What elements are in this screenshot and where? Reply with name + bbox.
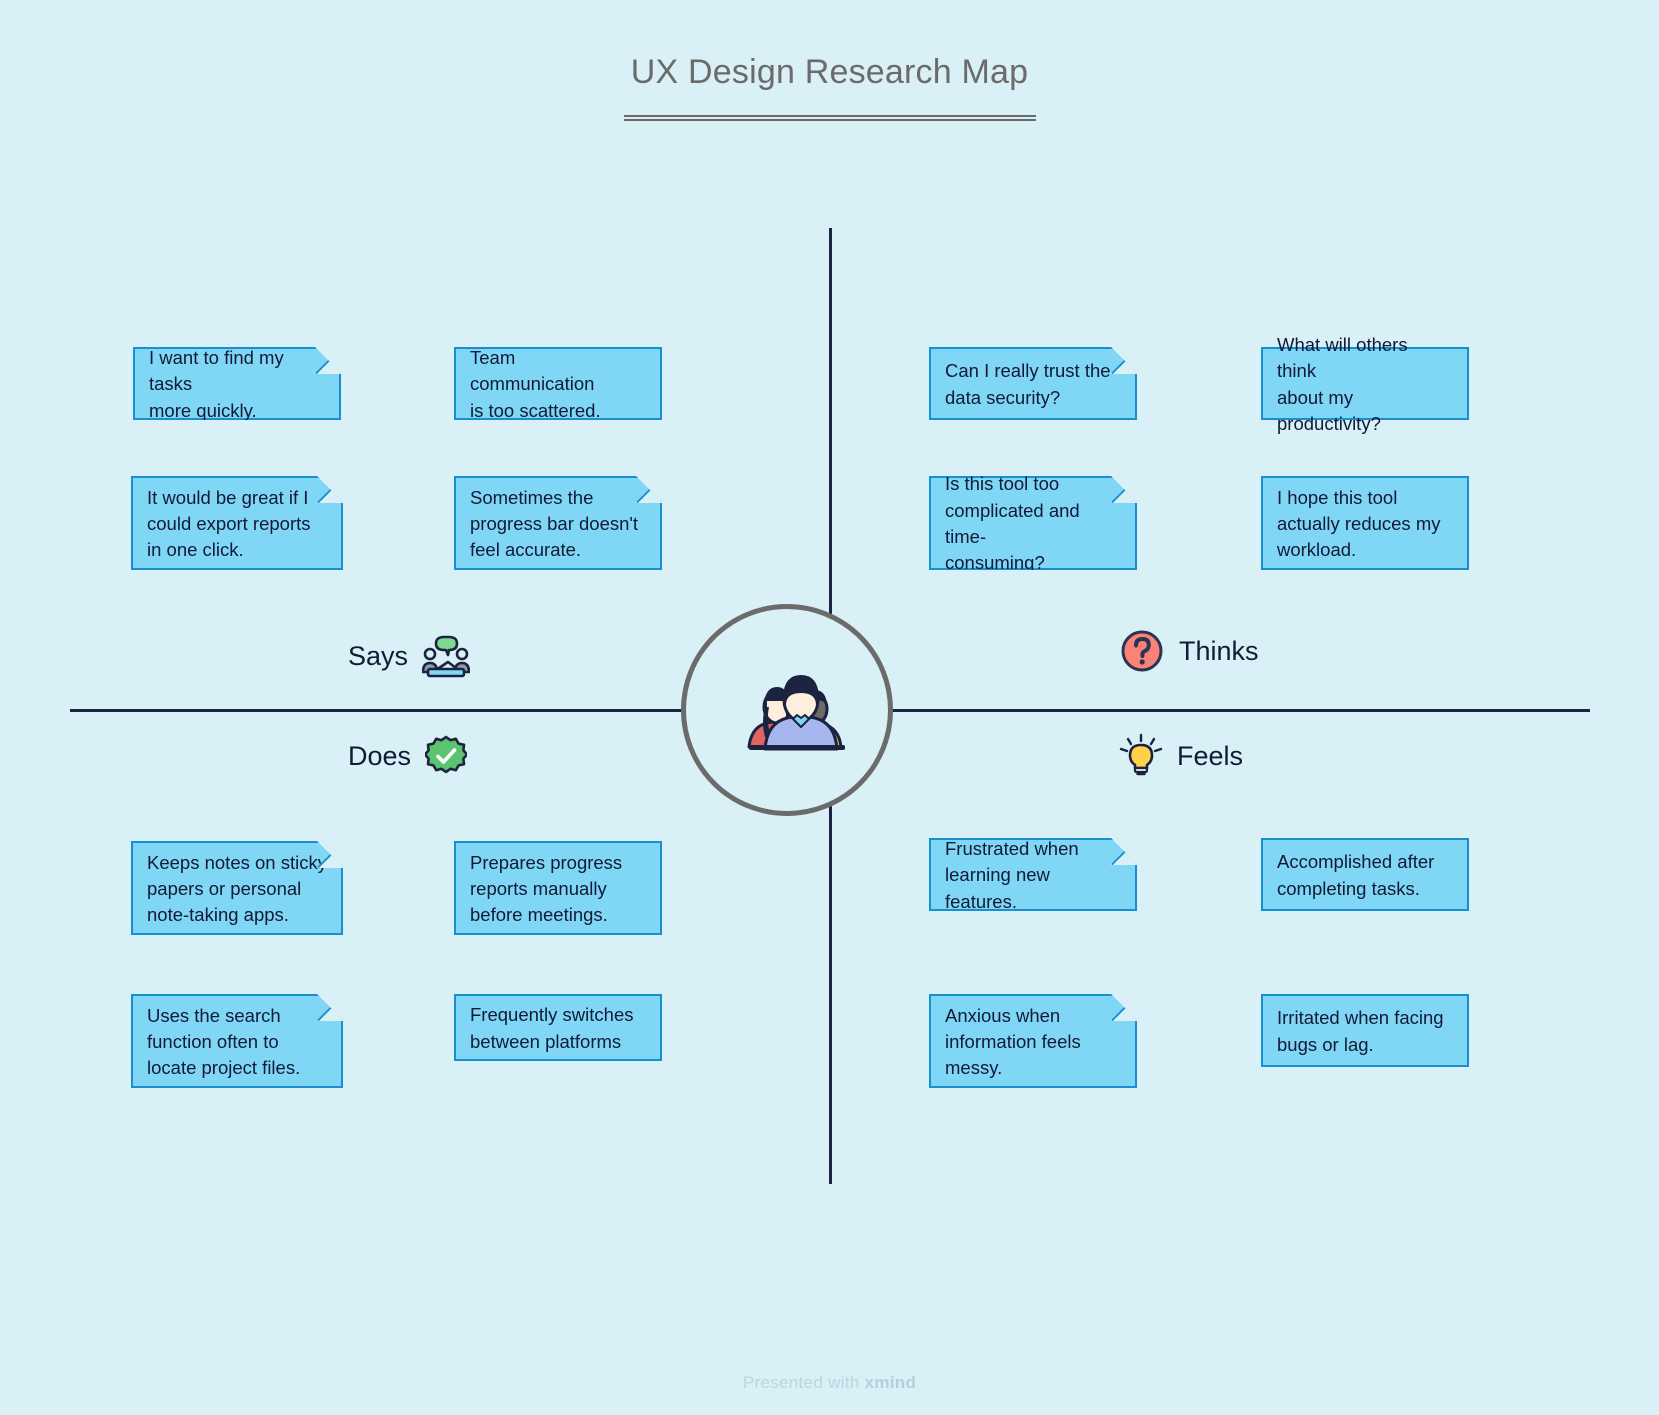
note-says-1[interactable]: I want to find my tasks more quickly.: [133, 347, 341, 420]
green-check-badge-icon: [425, 735, 468, 777]
note-says-4[interactable]: Sometimes the progress bar doesn't feel …: [454, 476, 662, 570]
note-text: What will others think about my producti…: [1277, 333, 1408, 434]
note-text: Team communication is too scattered.: [470, 347, 601, 421]
page-title: UX Design Research Map: [630, 53, 1029, 91]
note-feels-1[interactable]: Frustrated when learning new features.: [929, 838, 1137, 911]
note-text: Is this tool too complicated and time- c…: [945, 473, 1080, 574]
quadrant-label-does[interactable]: Does: [348, 735, 468, 777]
note-text: Uses the search function often to locate…: [147, 1004, 301, 1079]
quadrant-label-says-text: Says: [348, 640, 409, 671]
note-text: I want to find my tasks more quickly.: [149, 347, 284, 421]
quadrant-label-feels-text: Feels: [1177, 740, 1244, 771]
note-does-2[interactable]: Prepares progress reports manually befor…: [454, 841, 662, 935]
page-title-block: UX Design Research Map: [0, 52, 1659, 121]
note-text: Prepares progress reports manually befor…: [470, 851, 623, 926]
quadrant-label-feels[interactable]: Feels: [1119, 733, 1243, 779]
conversation-people-icon: [422, 634, 471, 678]
note-text: Frustrated when learning new features.: [945, 838, 1079, 912]
group-of-people-icon: [727, 667, 847, 753]
lightbulb-icon: [1119, 733, 1163, 779]
note-does-4[interactable]: Frequently switches between platforms: [454, 994, 662, 1061]
note-text: Irritated when facing bugs or lag.: [1277, 1007, 1444, 1055]
quadrant-label-does-text: Does: [348, 740, 412, 771]
note-text: I hope this tool actually reduces my wor…: [1277, 486, 1441, 561]
footer-brand-name: xmind: [864, 1373, 917, 1392]
note-says-3[interactable]: It would be great if I could export repo…: [131, 476, 343, 570]
note-text: Keeps notes on sticky papers or personal…: [147, 851, 327, 926]
note-fold-corner-icon: [1110, 347, 1137, 374]
center-persona-circle[interactable]: [681, 604, 893, 816]
quadrant-label-says[interactable]: Says: [348, 634, 471, 678]
note-fold-corner-icon: [316, 476, 343, 503]
note-thinks-2[interactable]: What will others think about my producti…: [1261, 334, 1469, 434]
quadrant-label-thinks[interactable]: Thinks: [1119, 628, 1259, 674]
question-mark-circle-icon: [1119, 628, 1165, 674]
quadrant-label-thinks-text: Thinks: [1179, 635, 1259, 666]
note-text: Frequently switches between platforms: [470, 1004, 634, 1052]
note-text: It would be great if I could export repo…: [147, 486, 311, 561]
note-text: Accomplished after completing tasks.: [1277, 851, 1435, 899]
footer-attribution: Presented with xmind: [0, 1373, 1659, 1393]
note-thinks-4[interactable]: I hope this tool actually reduces my wor…: [1261, 476, 1469, 570]
note-thinks-1[interactable]: Can I really trust the data security?: [929, 347, 1137, 420]
note-text: Sometimes the progress bar doesn't feel …: [470, 486, 639, 561]
title-underline-rule: [623, 114, 1036, 121]
note-does-3[interactable]: Uses the search function often to locate…: [131, 994, 343, 1088]
note-text: Can I really trust the data security?: [945, 360, 1111, 408]
note-fold-corner-icon: [316, 994, 343, 1021]
note-feels-2[interactable]: Accomplished after completing tasks.: [1261, 838, 1469, 911]
note-fold-corner-icon: [635, 476, 662, 503]
note-thinks-3[interactable]: Is this tool too complicated and time- c…: [929, 476, 1137, 570]
note-feels-3[interactable]: Anxious when information feels messy.: [929, 994, 1137, 1088]
note-feels-4[interactable]: Irritated when facing bugs or lag.: [1261, 994, 1469, 1067]
note-fold-corner-icon: [1110, 994, 1137, 1021]
note-text: Anxious when information feels messy.: [945, 1004, 1081, 1079]
footer-prefix-text: Presented with: [742, 1373, 865, 1392]
note-does-1[interactable]: Keeps notes on sticky papers or personal…: [131, 841, 343, 935]
note-says-2[interactable]: Team communication is too scattered.: [454, 347, 662, 421]
